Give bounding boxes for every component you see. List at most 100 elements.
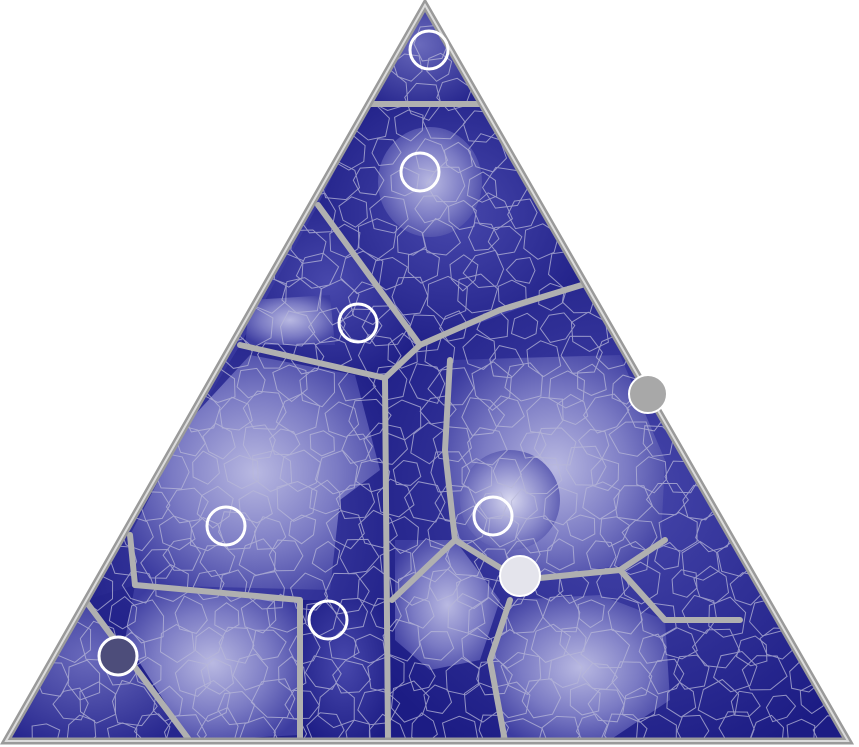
fine-cell bbox=[638, 633, 667, 664]
fine-cell bbox=[358, 509, 398, 549]
fine-cell bbox=[309, 430, 335, 457]
fine-cell bbox=[133, 713, 171, 741]
marker-ring[interactable] bbox=[337, 302, 379, 344]
fine-cell bbox=[691, 628, 741, 669]
fine-cell bbox=[590, 458, 620, 492]
fine-cell bbox=[319, 279, 360, 326]
fine-cell bbox=[363, 422, 409, 465]
fine-cell bbox=[290, 572, 329, 611]
fine-cell bbox=[531, 568, 564, 602]
fine-cell bbox=[461, 397, 506, 436]
fine-cell bbox=[317, 682, 355, 729]
fine-cell bbox=[526, 340, 562, 378]
fine-cell bbox=[635, 456, 668, 494]
fine-cell bbox=[324, 401, 360, 438]
marker-ring[interactable] bbox=[399, 151, 441, 193]
fine-cell bbox=[361, 305, 411, 347]
fine-cell bbox=[432, 426, 473, 463]
fine-cell bbox=[648, 658, 685, 695]
fine-cell bbox=[621, 519, 658, 552]
region-bottom-left-tip bbox=[6, 600, 190, 741]
fine-cell bbox=[223, 454, 259, 490]
major-borders bbox=[82, 101, 743, 741]
fine-cell bbox=[434, 484, 478, 526]
fine-cell bbox=[422, 217, 462, 256]
fine-cell bbox=[489, 345, 525, 379]
fine-cell bbox=[428, 568, 462, 602]
fine-cell bbox=[325, 509, 365, 550]
fine-cell bbox=[582, 393, 630, 434]
fine-cell bbox=[31, 723, 61, 741]
fine-cell bbox=[640, 602, 677, 638]
fine-cell bbox=[765, 694, 797, 723]
fine-cell bbox=[236, 367, 266, 399]
fine-cell bbox=[468, 222, 500, 252]
fine-cell bbox=[370, 256, 409, 291]
fine-cell bbox=[786, 718, 816, 741]
fine-cell bbox=[218, 626, 255, 664]
fine-cell bbox=[577, 363, 607, 396]
fine-cell bbox=[404, 481, 446, 523]
fine-cell bbox=[635, 713, 677, 741]
fine-cell bbox=[158, 515, 196, 551]
fine-cell bbox=[505, 256, 536, 284]
marker-ring[interactable] bbox=[205, 505, 247, 547]
fine-cell bbox=[521, 678, 562, 719]
fine-cell bbox=[580, 628, 631, 669]
fine-cell bbox=[357, 218, 398, 261]
region-bottom-left bbox=[125, 585, 300, 741]
fine-cell bbox=[79, 681, 117, 724]
fine-cell bbox=[126, 599, 165, 644]
fine-cell bbox=[252, 629, 287, 661]
marker-ring[interactable] bbox=[472, 495, 514, 537]
fine-cell bbox=[449, 254, 479, 292]
fine-cell bbox=[392, 459, 422, 486]
fine-cell bbox=[515, 515, 559, 554]
fine-cell bbox=[332, 659, 372, 694]
fine-cell bbox=[523, 223, 560, 260]
fine-cell bbox=[314, 449, 359, 495]
fine-cell bbox=[189, 517, 225, 552]
fine-cell bbox=[335, 483, 376, 520]
fine-cell bbox=[408, 363, 446, 404]
marker-ring[interactable] bbox=[408, 29, 450, 71]
marker-ring[interactable] bbox=[307, 599, 349, 641]
markers bbox=[97, 29, 668, 677]
fine-cell bbox=[708, 596, 747, 638]
fine-cell bbox=[467, 427, 508, 466]
fine-cell bbox=[500, 651, 542, 696]
fine-cell bbox=[192, 450, 220, 485]
fine-cell bbox=[202, 422, 236, 460]
fine-cell bbox=[276, 480, 318, 522]
fine-cell bbox=[391, 276, 429, 316]
fine-cell bbox=[462, 249, 505, 289]
fine-cell bbox=[500, 718, 543, 741]
marker-filled-dark[interactable] bbox=[97, 635, 139, 677]
fine-cell bbox=[569, 683, 601, 716]
fine-cell bbox=[466, 171, 498, 203]
fine-cell bbox=[324, 572, 370, 615]
marker-filled-light[interactable] bbox=[499, 555, 541, 597]
fine-cell bbox=[461, 627, 497, 669]
fine-cell bbox=[174, 659, 212, 697]
fine-cell bbox=[174, 595, 208, 634]
fine-cell bbox=[441, 715, 479, 741]
marker-filled-grey[interactable] bbox=[628, 374, 668, 414]
fine-cell bbox=[238, 490, 273, 524]
fine-cell bbox=[390, 680, 430, 723]
fine-cell bbox=[427, 367, 475, 406]
fine-cell bbox=[673, 654, 710, 690]
fine-cell bbox=[426, 52, 453, 82]
fine-cell bbox=[541, 715, 581, 741]
fine-cell bbox=[370, 597, 402, 632]
fine-cell bbox=[253, 516, 287, 550]
fine-cell bbox=[329, 223, 361, 258]
fine-cell bbox=[654, 541, 681, 570]
region-top-tip bbox=[368, 5, 482, 104]
fine-cell bbox=[587, 688, 625, 723]
fine-cell bbox=[666, 681, 697, 718]
fine-cell bbox=[566, 514, 596, 542]
fine-cell bbox=[478, 491, 508, 519]
fine-cell bbox=[439, 310, 468, 342]
